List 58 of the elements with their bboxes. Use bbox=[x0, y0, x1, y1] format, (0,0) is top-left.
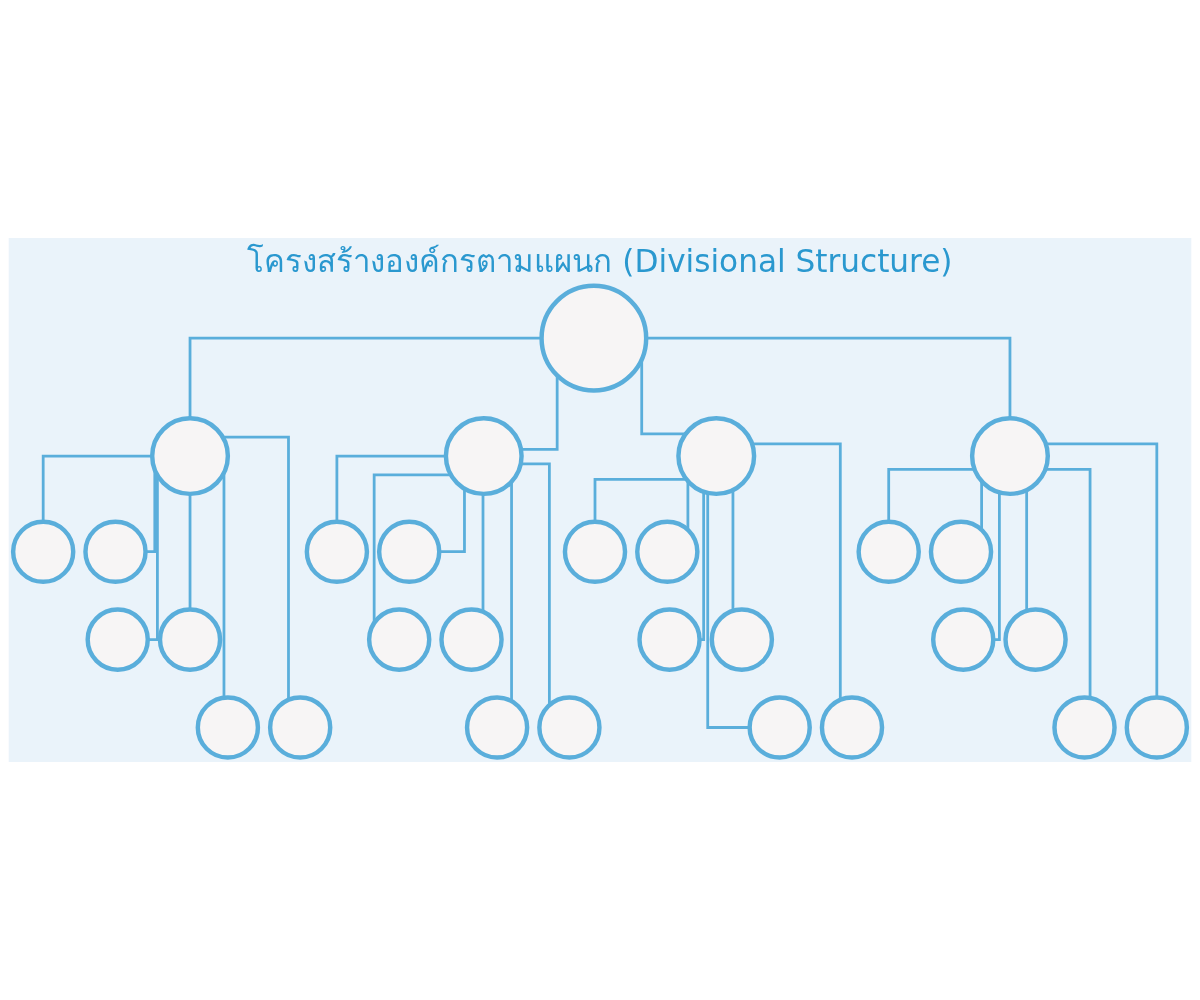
node-person bbox=[635, 519, 700, 584]
connector bbox=[188, 336, 542, 419]
connector bbox=[222, 435, 290, 700]
connector bbox=[1025, 490, 1029, 611]
node-person bbox=[1003, 607, 1068, 672]
connector bbox=[188, 494, 192, 610]
connector bbox=[521, 375, 559, 451]
node-person bbox=[195, 695, 261, 760]
node-person bbox=[539, 283, 649, 393]
node-person bbox=[304, 519, 370, 584]
connector bbox=[372, 473, 451, 623]
connector bbox=[700, 491, 706, 641]
connector bbox=[1045, 442, 1159, 698]
node-person bbox=[10, 519, 76, 584]
connector bbox=[335, 454, 446, 522]
diagram-title: โครงสร้างองค์กรตามแผนก (Divisional Structure) bbox=[247, 242, 953, 279]
connector bbox=[593, 478, 687, 522]
connector bbox=[1045, 468, 1092, 698]
connector bbox=[520, 462, 551, 706]
node-person bbox=[969, 416, 1050, 497]
connector bbox=[510, 482, 513, 702]
node-person bbox=[1124, 695, 1190, 760]
node-person bbox=[928, 519, 994, 584]
connector bbox=[41, 454, 152, 522]
connector bbox=[731, 490, 735, 611]
node-person bbox=[443, 416, 524, 497]
connector bbox=[752, 442, 842, 700]
node-person bbox=[85, 607, 150, 672]
node-person bbox=[439, 607, 504, 672]
connector bbox=[439, 489, 466, 554]
node-person bbox=[267, 695, 333, 760]
node-person bbox=[856, 519, 921, 584]
connector bbox=[993, 492, 1001, 641]
connector bbox=[147, 475, 159, 641]
node-person bbox=[709, 607, 775, 672]
connector bbox=[646, 336, 1012, 419]
node-person bbox=[676, 416, 757, 497]
node-person bbox=[464, 695, 530, 760]
node-person bbox=[376, 519, 442, 584]
node-person bbox=[637, 607, 702, 672]
node-person bbox=[150, 416, 231, 497]
node-person bbox=[83, 519, 148, 584]
connector bbox=[222, 473, 226, 698]
node-person bbox=[537, 695, 602, 760]
node-person bbox=[1052, 695, 1117, 760]
node-person bbox=[366, 607, 432, 672]
node-person bbox=[819, 695, 885, 760]
connector bbox=[145, 470, 157, 554]
node-person bbox=[157, 607, 223, 672]
node-person bbox=[747, 695, 812, 760]
connector bbox=[706, 492, 750, 729]
connector bbox=[481, 494, 485, 612]
node-person bbox=[930, 607, 996, 672]
connector bbox=[686, 481, 690, 530]
connector bbox=[640, 359, 686, 436]
connector bbox=[980, 481, 983, 530]
node-person bbox=[562, 519, 628, 584]
connector bbox=[887, 468, 975, 522]
